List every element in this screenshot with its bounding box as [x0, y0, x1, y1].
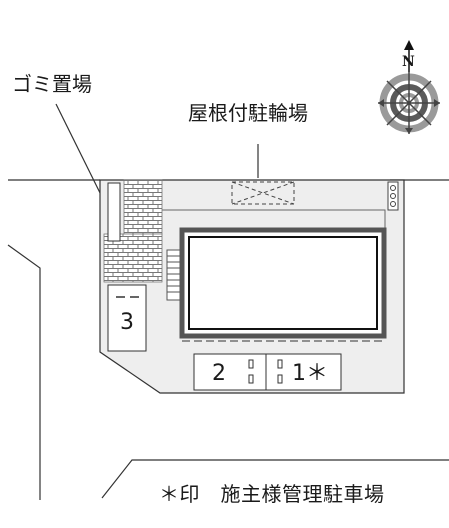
- south-road-edge: [101, 459, 449, 499]
- bicycle-parking-label: 屋根付駐輪場: [188, 101, 308, 125]
- parking-space-2-1-box: [193, 353, 342, 391]
- owner-managed-parking-note: ＊印 施主様管理駐車場: [159, 482, 385, 506]
- road-lines: [7, 103, 449, 500]
- parking-space-3-box: [107, 284, 147, 352]
- inner-boundary: [158, 209, 386, 229]
- meter-boxes: [387, 181, 399, 211]
- parking-space-1-label: 1＊: [292, 361, 328, 386]
- bicycle-parking: [231, 181, 295, 205]
- west-road-edge: [7, 244, 41, 500]
- garbage-bin: [107, 182, 121, 242]
- apartment-building: [179, 227, 387, 342]
- garbage-area-label: ゴミ置場: [12, 72, 92, 96]
- garbage-leader-line: [55, 103, 107, 206]
- parking-space-3-label: 3: [120, 310, 134, 335]
- compass-rose-icon: [378, 40, 440, 134]
- brick-wall: [103, 179, 163, 283]
- compass-north-label: N: [402, 54, 415, 70]
- parking-space-2-label: 2: [212, 361, 226, 386]
- stairs: [166, 249, 182, 301]
